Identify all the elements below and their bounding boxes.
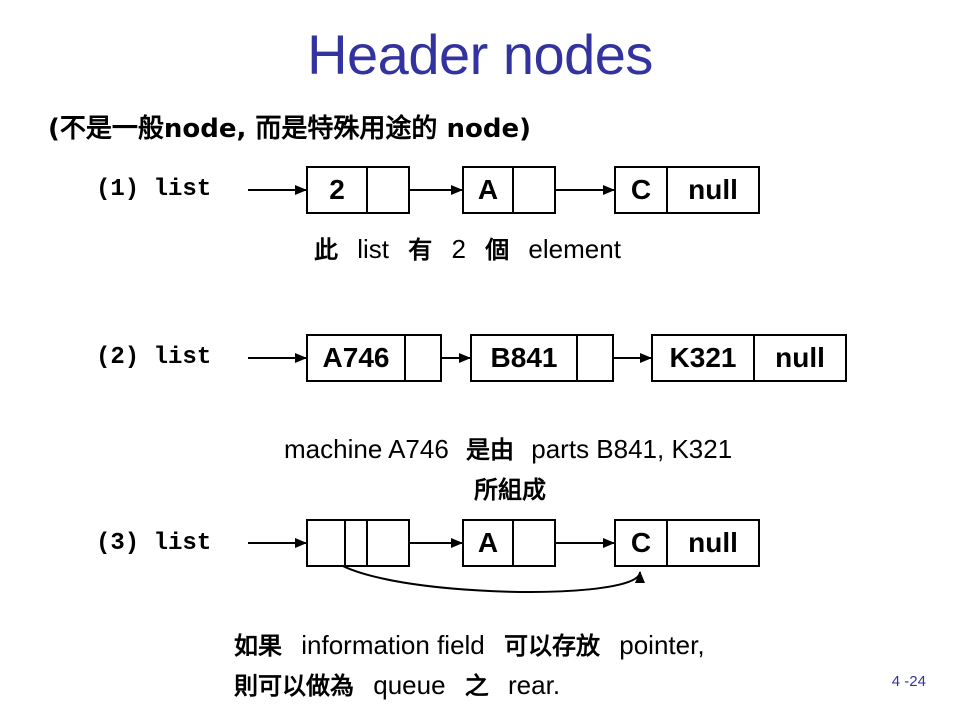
caption-word: rear. [508, 670, 561, 700]
caption-example-3-line-2: 則可以做為 queue 之 rear. [234, 666, 560, 701]
caption-word: pointer, [619, 630, 705, 660]
node-next-cell [368, 519, 410, 567]
node-info-cell: A746 [306, 334, 406, 382]
caption-example-2-line-2: 所組成 [474, 476, 546, 504]
caption-word: machine A746 [284, 434, 449, 464]
caption-word: 有 [408, 236, 433, 264]
caption-word: queue [373, 670, 446, 700]
list1-node-1: 2 [306, 166, 410, 214]
node-next-cell [368, 166, 410, 214]
node-next-cell: null [755, 334, 847, 382]
list3-header-node [306, 519, 410, 567]
caption-word: 可以存放 [504, 632, 601, 660]
list1-node-3: C null [614, 166, 760, 214]
node-next-cell: null [668, 166, 760, 214]
caption-word: 之 [464, 672, 489, 700]
node-info-cell: C [614, 519, 668, 567]
node-info-cell [306, 519, 346, 567]
caption-example-2-line-1: machine A746 是由 parts B841, K321 [284, 430, 732, 465]
list-label-1: (1) list [96, 176, 212, 203]
node-next-cell [578, 334, 614, 382]
list-label-2: (2) list [96, 344, 212, 371]
caption-example-1: 此 list 有 2 個 element [314, 230, 621, 265]
node-next-cell [514, 519, 556, 567]
list2-node-K321: K321 null [651, 334, 847, 382]
caption-word: 此 [314, 236, 338, 264]
node-next-cell [406, 334, 442, 382]
node-info-cell: B841 [470, 334, 578, 382]
caption-word: list [357, 234, 390, 264]
slide-subtitle: (不是一般node, 而是特殊用途的 node) [48, 114, 531, 144]
caption-word: information field [301, 630, 485, 660]
list2-node-B841: B841 [470, 334, 614, 382]
caption-word: 2 [451, 234, 466, 264]
caption-word: 則可以做為 [234, 672, 354, 700]
node-info-cell: C [614, 166, 668, 214]
node-info-cell: A [462, 166, 514, 214]
list1-node-2: A [462, 166, 556, 214]
node-spacer-cell [346, 519, 368, 567]
page-number: 4 -24 [891, 673, 926, 690]
caption-word: element [528, 234, 621, 264]
node-info-cell: K321 [651, 334, 755, 382]
node-next-cell: null [668, 519, 760, 567]
slide-title: Header nodes [307, 23, 653, 86]
list3-node-C: C null [614, 519, 760, 567]
list3-node-A: A [462, 519, 556, 567]
node-info-cell: A [462, 519, 514, 567]
caption-word: 如果 [234, 632, 282, 660]
caption-example-3-line-1: 如果 information field 可以存放 pointer, [234, 626, 705, 661]
caption-word: parts B841, K321 [531, 434, 733, 464]
list-label-3: (3) list [96, 530, 212, 557]
caption-word: 是由 [466, 436, 515, 464]
list2-node-A746: A746 [306, 334, 442, 382]
caption-word: 個 [485, 236, 510, 264]
node-next-cell [514, 166, 556, 214]
node-info-cell: 2 [306, 166, 368, 214]
